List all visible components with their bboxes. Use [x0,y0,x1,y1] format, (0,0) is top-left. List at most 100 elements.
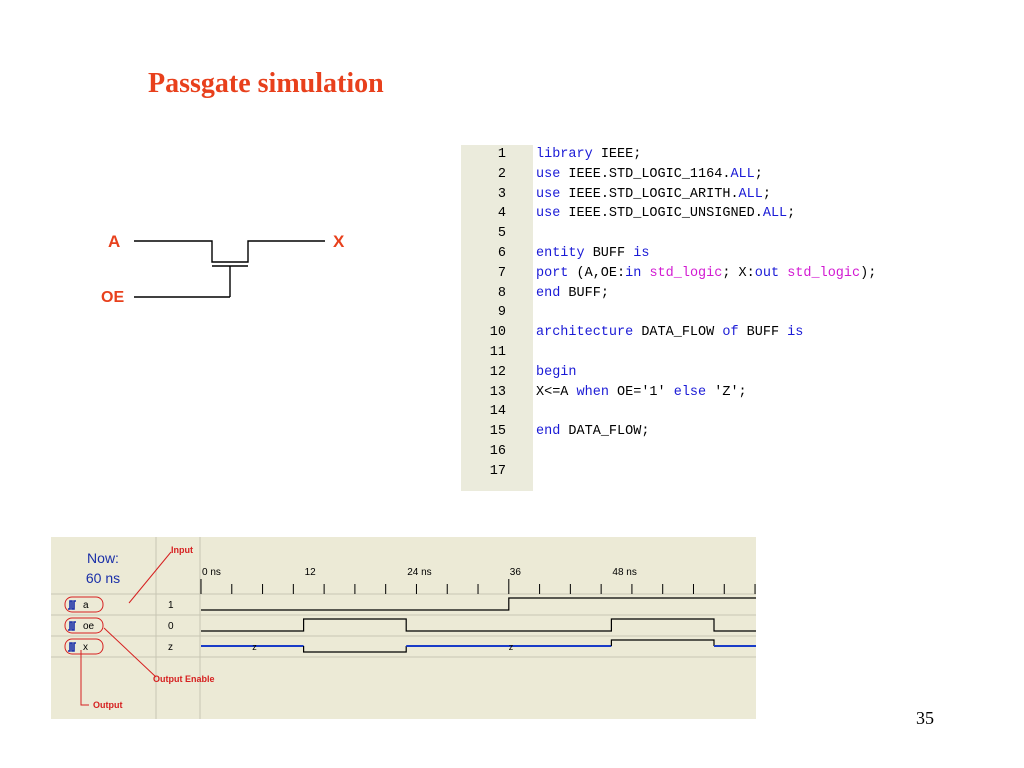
code-line: 1 library IEEE; [461,145,1006,165]
time-tick-label: 24 ns [407,567,431,578]
code-line: 4 use IEEE.STD_LOGIC_UNSIGNED.ALL; [461,204,1006,224]
driven-segment [610,639,715,646]
line-number: 16 [489,444,506,459]
code-token: BUFF [584,246,634,261]
code-token: architecture [536,325,634,341]
code-token: BUFF [738,325,788,341]
driven-segment [303,646,407,653]
code-line: 5 [461,224,1006,244]
code-token: begin [536,364,577,380]
signal-x-label[interactable]: x [64,638,104,655]
line-number: 4 [497,206,506,222]
line-number: 14 [489,404,506,420]
code-token: out [754,265,780,281]
code-token: use [536,206,561,222]
line-number: 11 [489,345,506,360]
code-token: ); [860,265,877,281]
line-number: 15 [489,424,506,440]
code-token: X<=A [536,384,577,400]
line-number-gutter [461,145,533,491]
code-token: IEEE.STD_LOGIC_UNSIGNED. [560,206,763,222]
code-token: 'Z'; [706,384,747,400]
code-token: is [787,325,804,341]
code-token: else [673,384,707,400]
code-token: in [625,265,642,281]
signal-value: 1 [168,600,174,611]
signal-waveform [201,618,756,632]
passgate-schematic: A X OE [101,232,345,306]
code-token: DATA_FLOW [633,325,723,341]
code-line: 12 begin [461,363,1006,383]
code-token: IEEE.STD_LOGIC_1164. [560,166,731,182]
schematic-enable-label: OE [101,289,124,306]
schematic-output-label: X [333,232,345,251]
code-token: ; [754,166,763,182]
annotation-leaders [80,551,172,706]
code-text: entity BUFF is [536,244,649,264]
code-token: is [633,246,650,261]
code-token [779,266,787,281]
code-token: ; [762,186,771,202]
line-number: 3 [497,186,506,202]
code-text: use IEEE.STD_LOGIC_UNSIGNED.ALL; [536,204,795,224]
code-line: 3 use IEEE.STD_LOGIC_ARITH.ALL; [461,185,1006,205]
code-line: 6 entity BUFF is [461,244,1006,264]
line-number: 10 [489,325,506,341]
code-token: ALL [762,206,788,222]
code-text: use IEEE.STD_LOGIC_ARITH.ALL; [536,185,771,205]
code-text: end DATA_FLOW; [536,422,649,442]
code-token: entity [536,246,585,261]
code-text: X<=A when OE='1' else 'Z'; [536,383,747,403]
signal-wave-icon [68,621,76,631]
code-text: port (A,OE:in std_logic; X:out std_logic… [536,264,876,284]
code-text: use IEEE.STD_LOGIC_1164.ALL; [536,165,763,185]
code-token: of [722,325,739,341]
signal-oe-label[interactable]: oe [64,617,104,634]
passgate-symbol [134,240,325,298]
time-tick-label: 48 ns [612,567,636,578]
signal-wave-icon [68,600,76,610]
line-number: 12 [489,364,506,380]
line-number: 2 [497,166,506,182]
code-token: library [536,147,593,162]
time-tick-label: 0 ns [202,567,221,578]
code-line: 2 use IEEE.STD_LOGIC_1164.ALL; [461,165,1006,185]
code-token: when [576,384,609,400]
code-token: OE='1' [608,384,674,400]
code-token: use [536,186,561,202]
code-text: end BUFF; [536,284,609,304]
code-token: port [536,265,569,281]
line-number: 13 [489,384,506,400]
code-token: std_logic [649,265,723,281]
now-value: 60 ns [86,570,120,586]
code-token: BUFF; [560,285,609,301]
line-number: 5 [497,226,506,242]
code-token: IEEE; [592,147,642,162]
code-line: 9 [461,303,1006,323]
signal-a-label[interactable]: a [64,596,104,613]
code-text: architecture DATA_FLOW of BUFF is [536,323,803,343]
code-token: DATA_FLOW; [560,424,650,440]
code-text: library IEEE; [536,145,641,165]
code-line: 16 [461,442,1006,462]
line-number: 6 [497,246,506,261]
input-annotation: Input [171,545,193,555]
code-line: 17 [461,462,1006,482]
code-token: end [536,424,561,440]
code-line: 13 X<=A when OE='1' else 'Z'; [461,383,1006,403]
code-token: (A,OE: [568,265,626,281]
line-number: 8 [497,285,506,301]
line-number: 7 [497,265,506,281]
code-text: begin [536,363,577,383]
now-label: Now: [87,550,119,566]
code-token: ; [787,206,796,222]
code-line: 10 architecture DATA_FLOW of BUFF is [461,323,1006,343]
code-line: 7 port (A,OE:in std_logic; X:out std_logi… [461,264,1006,284]
signal-name: x [83,642,88,653]
line-number: 1 [497,147,506,162]
line-number: 9 [497,305,506,321]
signal-value: 0 [168,621,174,632]
code-token: ; X: [722,265,755,281]
code-token: ALL [738,186,763,202]
